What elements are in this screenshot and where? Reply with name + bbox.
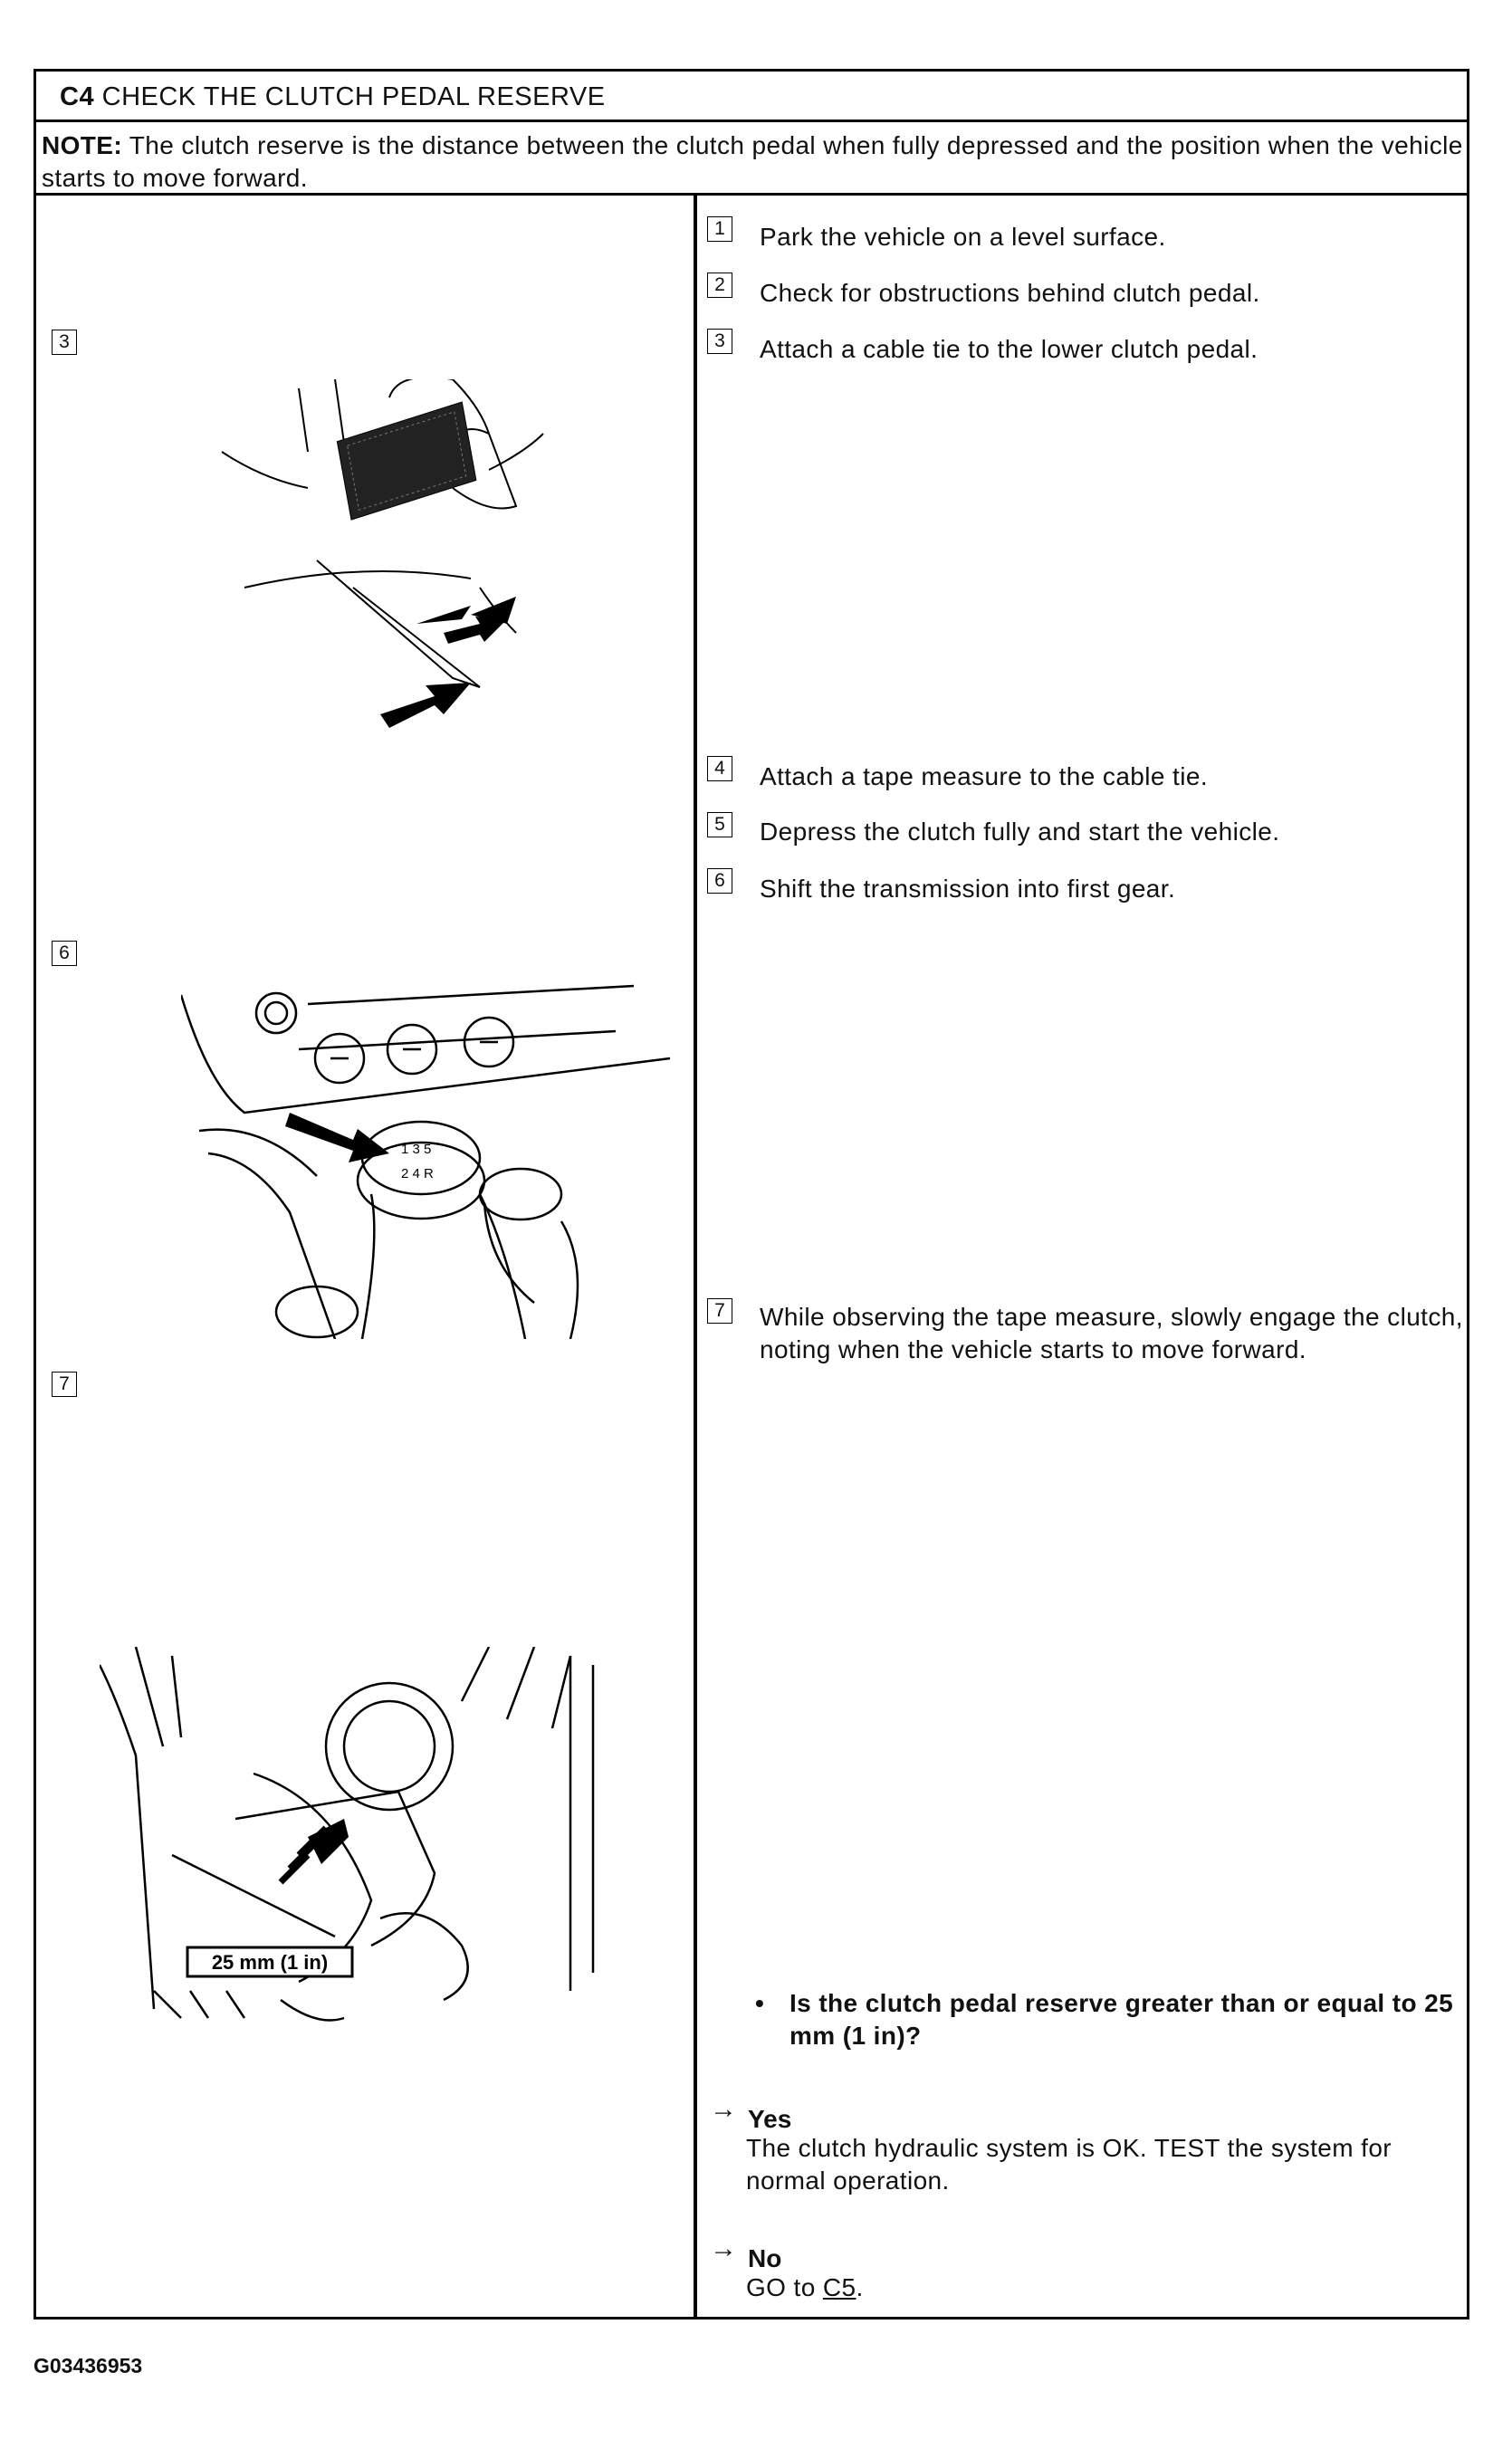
figure-6-number: 6 [52, 941, 77, 966]
step-7-text: While observing the tape measure, slowly… [760, 1303, 1463, 1363]
no-text-suffix: . [856, 2273, 864, 2301]
clutch-pedal-cable-tie-illustration [221, 379, 544, 728]
note-text: The clutch reserve is the distance betwe… [42, 131, 1463, 192]
procedure-table: C4 CHECK THE CLUTCH PEDAL RESERVE NOTE: … [33, 69, 1469, 2319]
step-1-text: Park the vehicle on a level surface. [760, 223, 1166, 251]
question-text: Is the clutch pedal reserve greater than… [789, 1989, 1454, 2050]
go-to-c5-link[interactable]: C5 [822, 2273, 856, 2301]
no-label: No [748, 2244, 782, 2272]
svg-text:1 3 5: 1 3 5 [401, 1142, 431, 1157]
step-3-text: Attach a cable tie to the lower clutch p… [760, 335, 1258, 363]
no-text: GO to C5. [746, 2272, 864, 2304]
figure-3-number: 3 [52, 330, 77, 355]
step-2-number: 2 [707, 273, 732, 298]
section-title-text: CHECK THE CLUTCH PEDAL RESERVE [101, 82, 606, 111]
step-6-text: Shift the transmission into first gear. [760, 875, 1176, 903]
step-4-text: Attach a tape measure to the cable tie. [760, 762, 1209, 790]
step-6-number: 6 [707, 868, 732, 894]
step-5-text: Depress the clutch fully and start the v… [760, 818, 1280, 846]
step-2-text: Check for obstructions behind clutch ped… [760, 279, 1260, 307]
figure-id: G03436953 [33, 2354, 143, 2377]
section-title: C4 CHECK THE CLUTCH PEDAL RESERVE [36, 72, 1467, 122]
step-5-number: 5 [707, 812, 732, 837]
column-divider [694, 196, 697, 2317]
yes-text: The clutch hydraulic system is OK. TEST … [746, 2134, 1392, 2195]
gear-shifter-illustration: 1 3 5 2 4 R [181, 984, 671, 1339]
measurement-callout: 25 mm (1 in) [212, 1951, 328, 1974]
tape-measure-illustration: 25 mm (1 in) [100, 1647, 595, 2022]
step-1-number: 1 [707, 216, 732, 242]
note: NOTE: The clutch reserve is the distance… [36, 122, 1467, 196]
step-7-number: 7 [707, 1298, 732, 1324]
no-arrow-icon: → [710, 2233, 737, 2263]
section-code: C4 [60, 82, 95, 111]
svg-text:2 4 R: 2 4 R [401, 1166, 434, 1181]
no-text-prefix: GO to [746, 2273, 823, 2301]
yes-label: Yes [748, 2105, 792, 2133]
note-label: NOTE: [42, 131, 123, 159]
question-bullet: • [755, 1989, 765, 2017]
yes-arrow-icon: → [710, 2094, 737, 2124]
step-3-number: 3 [707, 329, 732, 354]
step-4-number: 4 [707, 756, 732, 781]
figure-7-number: 7 [52, 1372, 77, 1397]
